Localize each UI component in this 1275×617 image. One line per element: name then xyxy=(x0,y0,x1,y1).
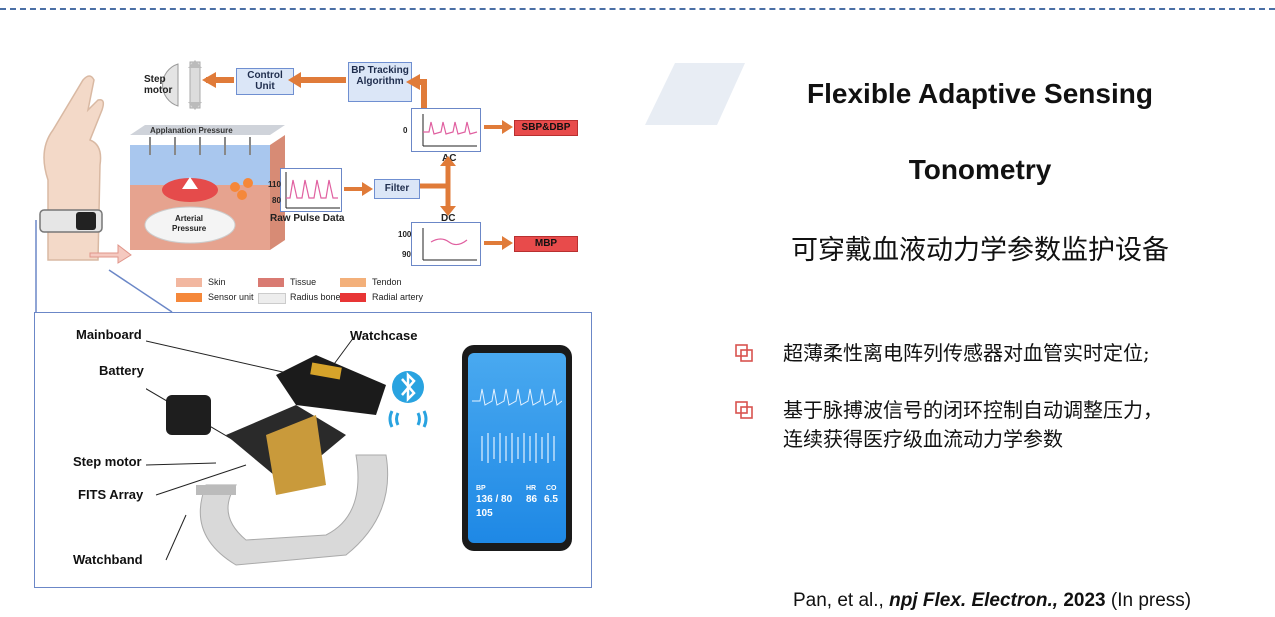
control-unit-box: Control Unit xyxy=(236,68,294,95)
top-arrows xyxy=(202,72,427,110)
subtitle-chinese: 可穿戴血液动力学参数监护设备 xyxy=(791,235,1169,266)
ac-to-sbp-arrow xyxy=(484,120,513,134)
tissue-cross-section: Applanation Pressure Arterial Pressure xyxy=(130,125,285,250)
part-fits-array: FITS Array xyxy=(78,487,144,502)
citation-authors: Pan, et al., xyxy=(793,590,884,611)
arterial-label-2: Pressure xyxy=(172,224,207,233)
raw-y-80: 80 xyxy=(272,196,281,205)
legend-tendon: Tendon xyxy=(372,277,402,287)
title-line-2: Tonometry xyxy=(908,154,1052,185)
raw-y-110: 110 xyxy=(268,180,281,189)
phone-mbp-value: 105 xyxy=(476,508,493,519)
raw-pulse-plot xyxy=(280,168,342,212)
citation: Pan, et al., npj Flex. Electron., 2023 (… xyxy=(793,590,1191,612)
legend-swatch-artery xyxy=(340,293,366,302)
bullet-icon-1 xyxy=(735,344,753,362)
legend-artery: Radial artery xyxy=(372,292,424,302)
legend-radius: Radius bone xyxy=(290,292,341,302)
filter-box: Filter xyxy=(374,179,420,199)
bluetooth-icon xyxy=(388,371,428,428)
part-mainboard: Mainboard xyxy=(76,327,142,342)
bullet-2-text-line-1: 基于脉搏波信号的闭环控制自动调整压力， xyxy=(783,398,1163,422)
phone-waveform xyxy=(472,388,562,463)
phone-bp-label: BP xyxy=(476,485,486,492)
part-step-motor: Step motor xyxy=(73,454,142,469)
raw-pulse-label: Raw Pulse Data xyxy=(270,213,345,224)
step-motor-icon xyxy=(162,60,202,110)
phone-co-value: 6.5 xyxy=(544,494,558,505)
bullet-2-text-line-2: 连续获得医疗级血流动力学参数 xyxy=(783,427,1063,451)
zoom-arrow xyxy=(89,243,132,264)
dc-label: DC xyxy=(441,213,456,224)
phone-hr-label: HR xyxy=(526,485,537,492)
part-battery: Battery xyxy=(99,363,144,378)
legend-sensor: Sensor unit xyxy=(208,292,254,302)
phone-co-label: CO xyxy=(546,485,557,492)
bp-tracking-box: BP Tracking Algorithm xyxy=(348,62,412,102)
watch-exploded-view xyxy=(146,336,389,566)
phone-hr-value: 86 xyxy=(526,494,538,505)
applanation-label: Applanation Pressure xyxy=(150,126,233,135)
step-motor-label: Step motor xyxy=(144,74,173,96)
bullet-1-text: 超薄柔性离电阵列传感器对血管实时定位; xyxy=(783,341,1150,365)
dc-y-90: 90 xyxy=(402,250,411,259)
top-dashed-divider xyxy=(0,8,1275,10)
phone-screen: BP 136 / 80 105 HR 86 CO 6.5 xyxy=(468,353,566,543)
legend-swatch-tissue xyxy=(258,278,284,287)
legend-swatch-skin xyxy=(176,278,202,287)
frame-connector xyxy=(35,220,173,313)
wearable-system-figure: Step motor Control Unit BP Tracking Algo… xyxy=(28,60,598,600)
ac-plot xyxy=(411,108,481,152)
citation-journal: npj Flex. Electron., xyxy=(889,590,1059,611)
part-watchcase: Watchcase xyxy=(350,328,418,343)
sbp-dbp-box: SBP&DBP xyxy=(514,120,578,136)
citation-note: (In press) xyxy=(1110,590,1192,611)
legend-swatch-sensor xyxy=(176,293,202,302)
bullet-icon-2 xyxy=(735,401,753,419)
hand-illustration xyxy=(39,75,105,261)
smartphone: BP 136 / 80 105 HR 86 CO 6.5 xyxy=(462,345,572,551)
ac-y-0: 0 xyxy=(403,126,408,135)
dc-y-100: 100 xyxy=(398,230,412,239)
raw-to-filter-arrow xyxy=(344,182,373,196)
mbp-box: MBP xyxy=(514,236,578,252)
legend-swatch-tendon xyxy=(340,278,366,287)
decorative-parallelogram xyxy=(645,63,745,125)
legend-skin: Skin xyxy=(208,277,226,287)
legend-swatch-radius xyxy=(258,293,286,304)
arterial-label-1: Arterial xyxy=(175,214,203,223)
title-line-1: Flexible Adaptive Sensing xyxy=(807,78,1153,109)
dc-plot xyxy=(411,222,481,266)
part-watchband: Watchband xyxy=(73,552,143,567)
citation-year: 2023 xyxy=(1063,590,1106,611)
dc-to-mbp-arrow xyxy=(484,236,513,250)
legend-tissue: Tissue xyxy=(290,277,317,287)
device-frame xyxy=(34,312,592,588)
filter-split-arrows xyxy=(420,156,456,216)
phone-bp-value: 136 / 80 xyxy=(476,494,513,505)
